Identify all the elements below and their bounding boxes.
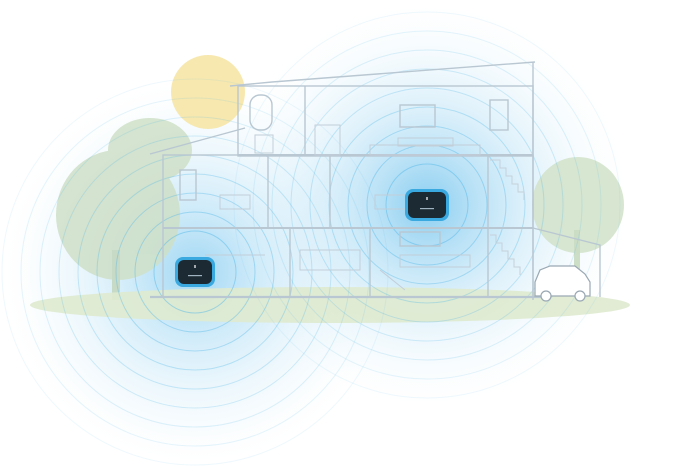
signal-ring <box>58 135 332 409</box>
router-body <box>178 260 212 284</box>
signal-ring <box>347 125 507 285</box>
signal-ring <box>153 230 237 314</box>
router-body <box>408 192 446 218</box>
status-led <box>194 265 196 268</box>
furniture <box>205 124 481 291</box>
signal-ring <box>309 87 545 323</box>
signal-ring <box>96 173 294 371</box>
router-brand-mark <box>188 275 202 277</box>
router-brand-mark <box>420 208 434 210</box>
tree-icon <box>532 157 624 285</box>
staircase-icon <box>490 159 525 275</box>
wifi-signal-icon <box>1 11 621 466</box>
status-led <box>426 197 428 200</box>
signal-ring <box>134 211 256 333</box>
tree-icon <box>56 118 192 300</box>
signal-ring <box>252 30 602 380</box>
signal-ring <box>233 11 621 399</box>
router-icon <box>175 257 215 287</box>
signal-ring <box>39 116 351 428</box>
signal-ring <box>271 49 583 361</box>
signal-ring <box>1 78 389 466</box>
signal-ring <box>290 68 564 342</box>
signal-ring <box>328 106 526 304</box>
signal-ring <box>20 97 370 447</box>
signal-ring <box>115 192 275 352</box>
car-icon <box>534 265 591 302</box>
sun-icon <box>171 55 245 129</box>
router-icon <box>405 189 449 221</box>
